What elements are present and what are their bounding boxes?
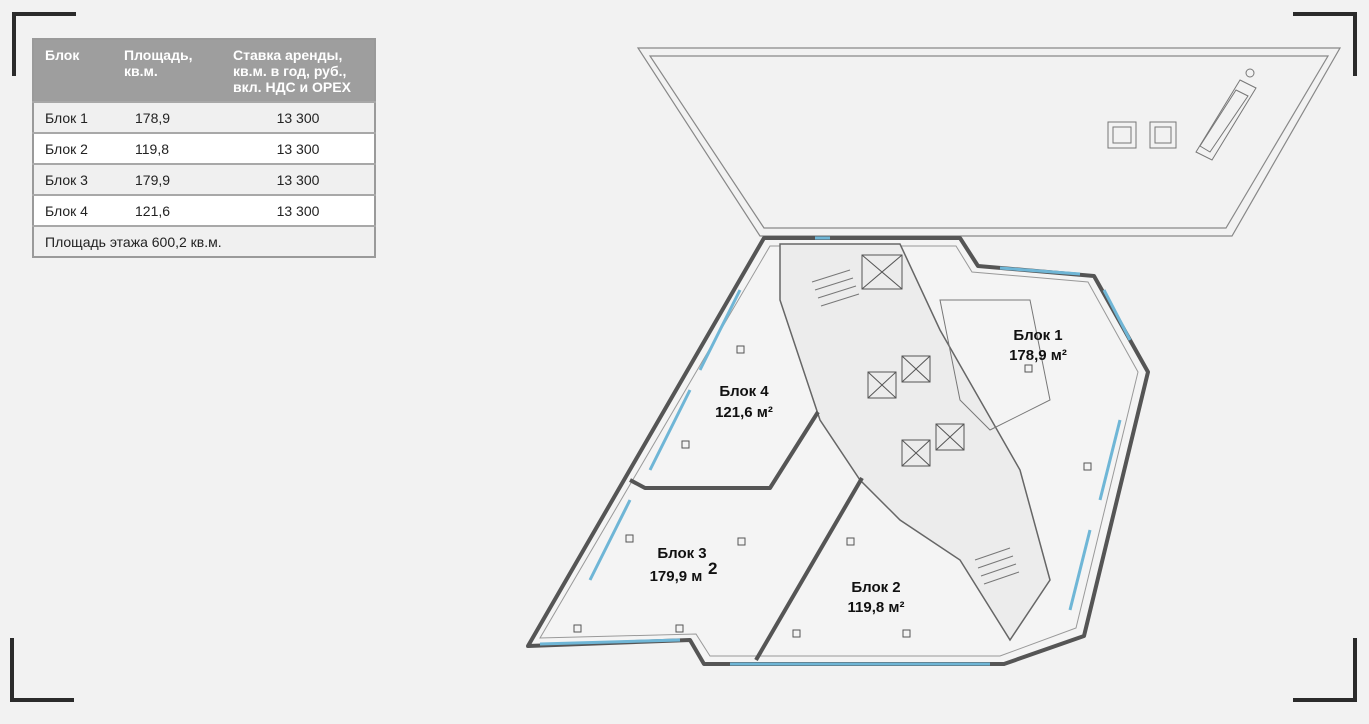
header-rate-line2: кв.м. в год, руб., xyxy=(233,63,347,79)
cell-rate: 13 300 xyxy=(222,101,375,133)
floor-area-total: Площадь этажа 600,2 кв.м. xyxy=(33,225,375,257)
table-header-row: Блок Площадь, кв.м. Ставка аренды, кв.м.… xyxy=(33,39,375,102)
windows xyxy=(539,236,1132,666)
corner-bracket-top-right xyxy=(1293,12,1357,76)
cell-block: Блок 4 xyxy=(33,194,113,226)
block-3-area: 179,9 м xyxy=(650,568,703,585)
roof-equipment xyxy=(1107,68,1257,161)
corner-bracket-bottom-right xyxy=(1293,638,1357,702)
header-rate-line1: Ставка аренды, xyxy=(233,47,343,63)
table-row: Блок 2 119,8 13 300 xyxy=(33,132,375,164)
cell-block: Блок 2 xyxy=(33,132,113,164)
block-4-name: Блок 4 xyxy=(719,383,769,400)
block-1-area: 178,9 м² xyxy=(1009,347,1067,364)
cell-rate: 13 300 xyxy=(222,194,375,226)
header-area-line2: кв.м. xyxy=(124,63,158,79)
cell-rate: 13 300 xyxy=(222,163,375,195)
service-core xyxy=(779,243,1051,642)
cell-area: 178,9 xyxy=(113,101,222,133)
header-block: Блок xyxy=(33,39,113,102)
table-row: Блок 1 178,9 13 300 xyxy=(33,101,375,133)
block-2-name: Блок 2 xyxy=(851,579,900,596)
cell-block: Блок 1 xyxy=(33,101,113,133)
corner-bracket-top-left xyxy=(12,12,76,76)
header-area-line1: Площадь, xyxy=(124,47,193,63)
roof-outline xyxy=(636,47,1342,237)
table-row: Блок 3 179,9 13 300 xyxy=(33,163,375,195)
partition-walls xyxy=(629,410,864,662)
rent-table: Блок Площадь, кв.м. Ставка аренды, кв.м.… xyxy=(32,38,376,258)
columns xyxy=(573,345,1092,638)
block-1-name: Блок 1 xyxy=(1013,327,1062,344)
block-3-area-exponent: 2 xyxy=(708,559,717,578)
block-2-area: 119,8 м² xyxy=(848,599,905,616)
corner-bracket-bottom-left xyxy=(10,638,74,702)
table-total-row: Площадь этажа 600,2 кв.м. xyxy=(33,225,375,257)
cell-rate: 13 300 xyxy=(222,132,375,164)
header-rate: Ставка аренды, кв.м. в год, руб., вкл. Н… xyxy=(222,39,375,102)
table-row: Блок 4 121,6 13 300 xyxy=(33,194,375,226)
block-3-name: Блок 3 xyxy=(657,545,706,562)
cell-block: Блок 3 xyxy=(33,163,113,195)
block-4-area: 121,6 м² xyxy=(715,404,773,421)
cell-area: 119,8 xyxy=(113,132,222,164)
header-rate-line3: вкл. НДС и OPEX xyxy=(233,79,351,95)
cell-area: 179,9 xyxy=(113,163,222,195)
cell-area: 121,6 xyxy=(113,194,222,226)
header-area: Площадь, кв.м. xyxy=(113,39,222,102)
